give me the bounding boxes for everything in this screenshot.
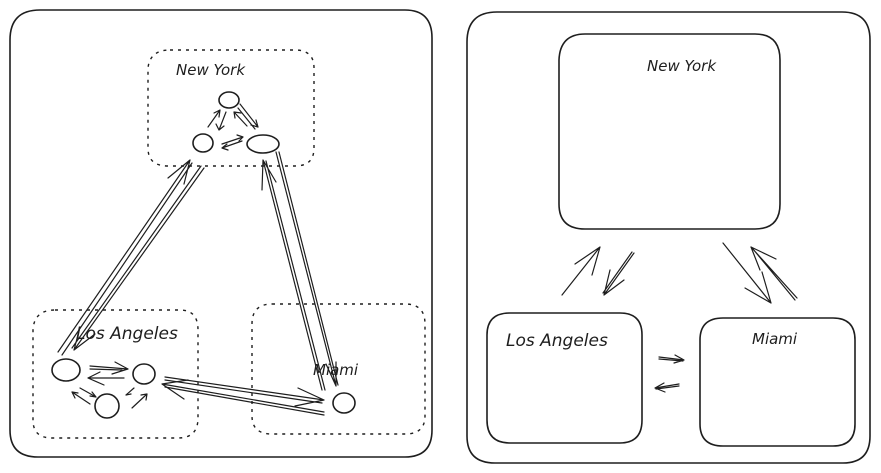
ny-arrow-3-2 — [221, 140, 243, 151]
los-angeles-group-border — [32, 309, 199, 439]
edge-ny-to-mia — [275, 151, 339, 387]
new-york-box-border — [558, 33, 781, 230]
la-arrow-1-3 — [79, 387, 97, 398]
right-edge-mia-to-ny — [750, 246, 798, 301]
ny-node-2[interactable] — [192, 133, 214, 153]
edge-la-to-ny — [57, 159, 193, 356]
los-angeles-box-label: Los Angeles — [506, 331, 608, 351]
miami-group-border — [251, 303, 426, 435]
new-york-label: New York — [176, 61, 246, 79]
la-arrow-1-2 — [89, 361, 129, 375]
edge-mia-to-ny — [261, 159, 326, 391]
miami-box-border — [699, 317, 856, 447]
right-frame[interactable] — [466, 11, 871, 464]
ny-arrow-2-3 — [221, 134, 244, 145]
left-panel: New York Los Angeles — [9, 9, 433, 458]
la-arrow-2-1 — [87, 371, 125, 386]
right-edge-la-to-mia — [658, 354, 685, 364]
la-arrow-3-2 — [131, 393, 148, 409]
right-edge-ny-to-mia — [722, 242, 772, 304]
miami-box-label: Miami — [752, 330, 798, 348]
right-edge-la-to-ny — [561, 246, 601, 296]
ny-arrow-3-1 — [233, 111, 248, 127]
right-box-new-york[interactable]: New York — [558, 33, 781, 230]
new-york-group-border — [147, 49, 315, 167]
la-node-3[interactable] — [94, 393, 120, 419]
la-arrow-2-3 — [125, 387, 135, 396]
edge-la-to-mia — [164, 376, 325, 407]
left-group-new-york[interactable]: New York — [147, 49, 315, 167]
los-angeles-label: Los Angeles — [76, 324, 178, 344]
right-box-los-angeles[interactable]: Los Angeles — [486, 312, 643, 444]
ny-node-1[interactable] — [218, 91, 240, 109]
right-box-miami[interactable]: Miami — [699, 317, 856, 447]
right-panel: New York Los Angeles Miami — [466, 11, 871, 464]
los-angeles-box-border — [486, 312, 643, 444]
la-node-2[interactable] — [132, 363, 156, 385]
left-group-miami[interactable]: Miami — [251, 303, 426, 435]
mia-node-1[interactable] — [332, 392, 356, 414]
left-group-los-angeles[interactable]: Los Angeles — [32, 309, 199, 439]
left-frame[interactable] — [9, 9, 433, 458]
right-edge-ny-to-la — [602, 251, 635, 296]
ny-arrow-2-1 — [207, 109, 221, 128]
la-arrow-3-1 — [71, 391, 91, 405]
ny-node-3[interactable] — [246, 134, 280, 154]
ny-arrow-1-3 — [237, 103, 259, 130]
la-node-1[interactable] — [51, 358, 81, 382]
edge-ny-to-la — [71, 165, 205, 351]
right-edge-mia-to-la — [654, 382, 680, 393]
edge-mia-to-la — [161, 379, 325, 416]
new-york-box-label: New York — [647, 57, 717, 75]
ny-arrow-1-2 — [215, 111, 227, 131]
